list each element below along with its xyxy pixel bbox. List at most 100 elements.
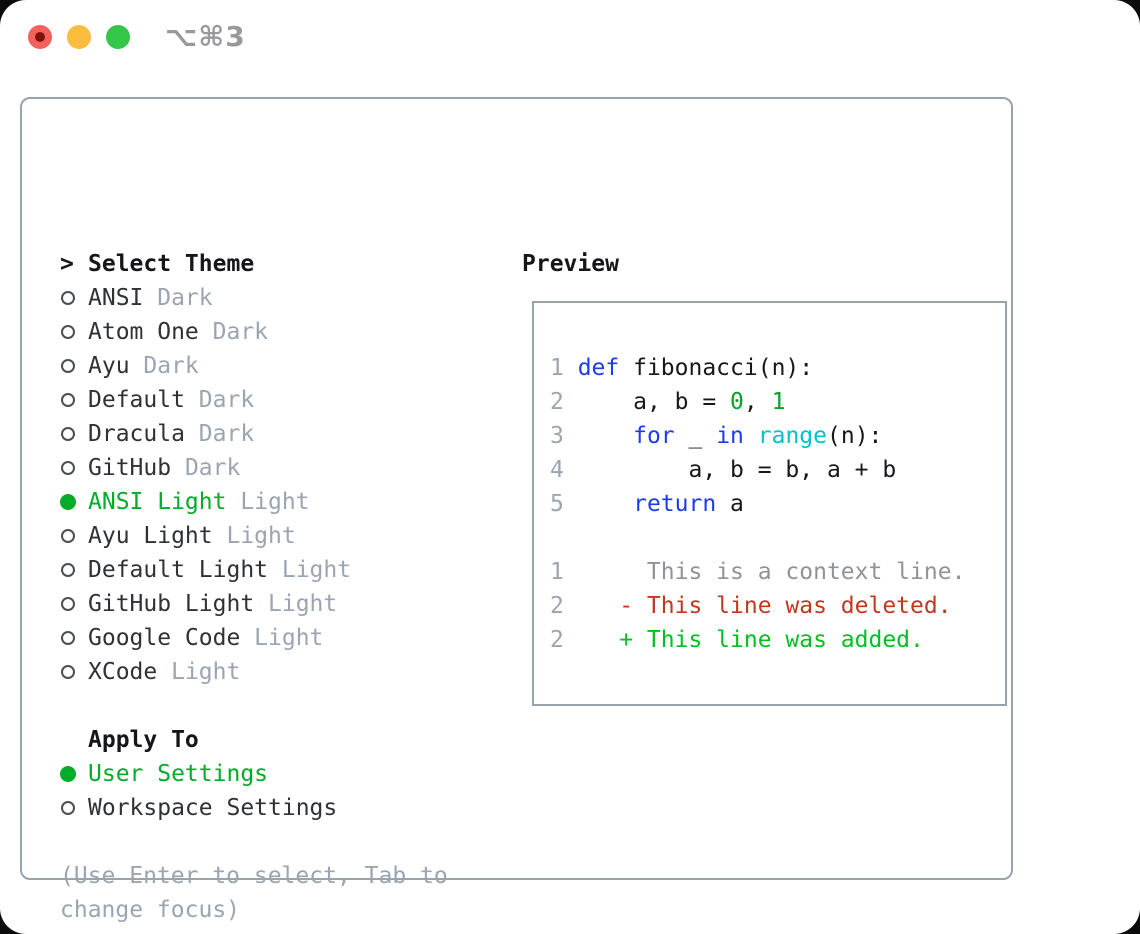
radio-selected-icon [60,494,88,510]
theme-variant: Dark [198,387,255,413]
code-line: 5 return a [550,487,965,521]
theme-name: GitHub [88,455,172,481]
theme-option[interactable]: XCode Light [60,655,448,689]
code-token: _ [674,423,717,449]
window-title: ⌥⌘3 [165,20,246,53]
code-token: a, b = b, a + b [577,457,897,483]
code-line: 3 for _ in range(n): [550,419,965,453]
code-token: range [757,423,827,449]
gap [60,689,448,723]
code-line: 1 def fibonacci(n): [550,351,965,385]
theme-variant: Dark [212,319,269,345]
close-button[interactable] [28,25,52,49]
minimize-button[interactable] [67,25,91,49]
diff-line: 2 + This line was added. [550,623,965,657]
code-token: (n): [827,423,883,449]
theme-option[interactable]: ANSI Dark [60,281,448,315]
focus-cursor-icon: > [60,251,74,277]
theme-variant: Light [226,523,296,549]
code-token: in [716,423,744,449]
diff-text: This is a context line. [619,559,966,585]
theme-name: ANSI Light [88,489,227,515]
code-token: def [577,355,620,381]
theme-variant: Dark [157,285,213,311]
theme-name: Default Light [88,557,269,583]
code-token [744,423,758,449]
code-line: 4 a, b = b, a + b [550,453,965,487]
gap [60,825,448,859]
radio-unselected-icon [60,529,88,543]
code-token: 1 [771,389,786,415]
theme-variant: Dark [143,353,199,379]
line-number: 3 [550,423,564,449]
apply-to-label: User Settings [88,761,269,787]
preview-header: Preview [522,251,619,277]
line-number: 2 [550,389,564,415]
apply-to-option[interactable]: User Settings [60,757,448,791]
theme-variant: Light [171,659,241,685]
apply-to-option[interactable]: Workspace Settings [60,791,448,825]
select-theme-header-row: > Select Theme [60,247,448,281]
theme-name: XCode [88,659,158,685]
apply-to-header-row: Apply To [60,723,448,757]
theme-name: Ayu Light [88,523,213,549]
line-number: 5 [550,491,564,517]
line-number: 2 [550,627,564,653]
radio-unselected-icon [60,427,88,441]
theme-variant: Light [281,557,352,583]
theme-variant: Light [254,625,324,651]
radio-unselected-icon [60,563,88,577]
apply-to-header: Apply To [88,727,199,753]
theme-option[interactable]: Atom One Dark [60,315,448,349]
diff-line: 1 This is a context line. [550,555,965,589]
radio-unselected-icon [60,631,88,645]
theme-option[interactable]: Ayu Light Light [60,519,448,553]
theme-name: Atom One [88,319,199,345]
theme-name: ANSI [88,285,144,311]
theme-option[interactable]: Default Dark [60,383,448,417]
theme-variant: Light [268,591,338,617]
apply-to-label: Workspace Settings [88,795,338,821]
radio-unselected-icon [60,597,88,611]
zoom-button[interactable] [106,25,130,49]
code-token: for [633,423,675,449]
diff-text: + This line was added. [619,627,924,653]
diff-text: - This line was deleted. [619,593,952,619]
code-token: , [743,389,772,415]
theme-name: Google Code [88,625,241,651]
theme-option[interactable]: Google Code Light [60,621,448,655]
blank-line [550,521,965,555]
radio-unselected-icon [60,325,88,339]
theme-variant: Dark [184,455,241,481]
code-token: a, b = [577,389,731,415]
theme-option[interactable]: Default Light Light [60,553,448,587]
diff-line: 2 - This line was deleted. [550,589,965,623]
code-token: return [633,491,717,517]
select-theme-header: Select Theme [88,251,255,277]
radio-unselected-icon [60,393,88,407]
line-number: 1 [550,559,564,585]
radio-selected-icon [60,766,88,782]
code-line: 2 a, b = 0, 1 [550,385,965,419]
close-button-dot-icon [35,32,45,42]
radio-unselected-icon [60,461,88,475]
hint-line-1: (Use Enter to select, Tab to [60,863,448,889]
line-number: 4 [550,457,564,483]
line-number: 1 [550,355,564,381]
radio-unselected-icon [60,359,88,373]
code-token: a [716,491,744,517]
code-token: 0 [730,389,744,415]
radio-unselected-icon [60,291,88,305]
theme-name: Default [88,387,185,413]
theme-option[interactable]: GitHub Dark [60,451,448,485]
